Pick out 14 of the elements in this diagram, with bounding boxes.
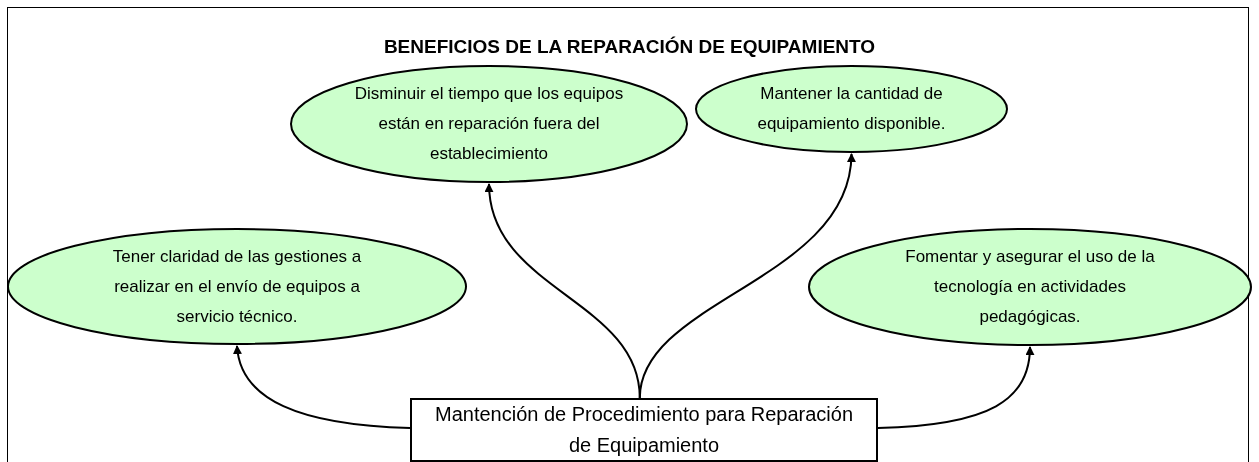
node-text: Fomentar y asegurar el uso de la tecnología en actividades pedagógicas. — [904, 246, 1156, 328]
process-box — [410, 398, 878, 462]
ellipse-node — [7, 228, 467, 345]
ellipse-node — [808, 228, 1252, 346]
diagram-title: BENEFICIOS DE LA REPARACIÓN DE EQUIPAMIENTO — [382, 36, 877, 58]
ellipse-node — [695, 65, 1008, 153]
ellipse-node — [290, 65, 688, 183]
node-text: Mantención de Procedimiento para Reparación de Equipamiento — [434, 402, 854, 458]
node-text: Disminuir el tiempo que los equipos están en reparación fuera del establecimiento — [354, 83, 624, 165]
node-text: Mantener la cantidad de equipamiento disponible. — [756, 83, 947, 135]
curved-arrow — [233, 345, 411, 430]
curved-arrow — [877, 346, 1034, 430]
curved-arrow — [638, 153, 855, 399]
node-text: Tener claridad de las gestiones a realizar en el envío de equipos a servicio técnico. — [111, 245, 363, 328]
